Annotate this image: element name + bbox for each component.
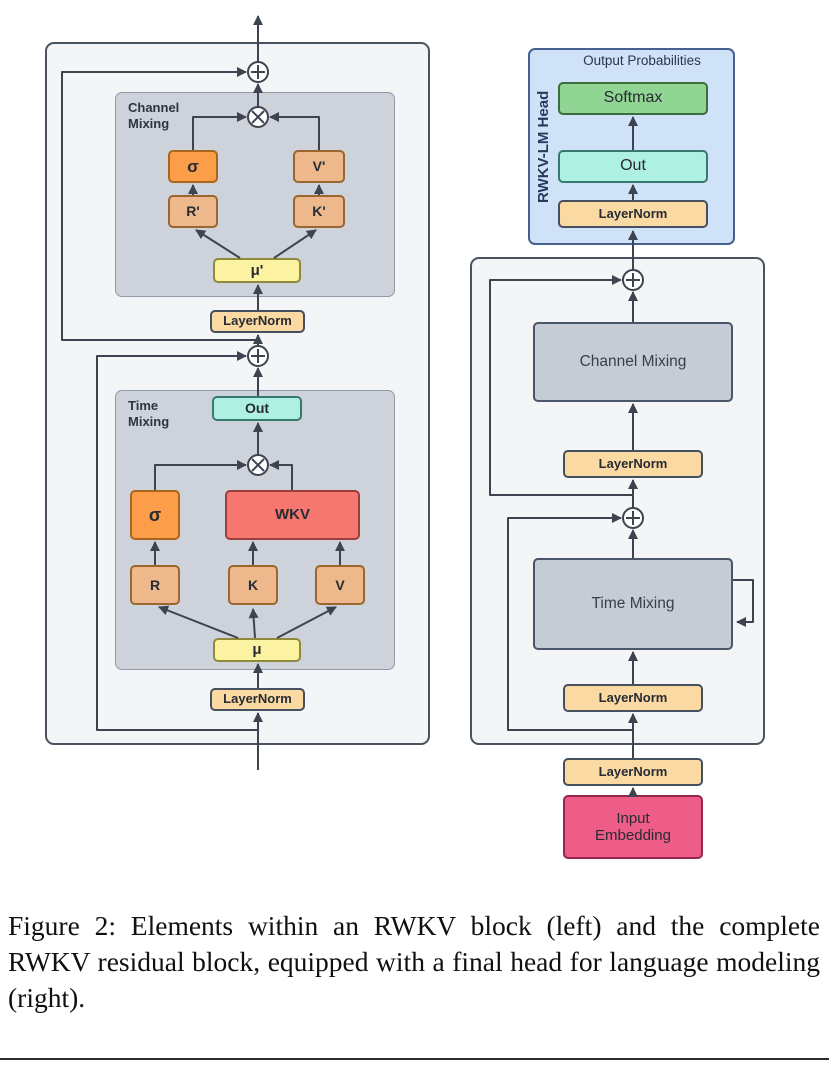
channel-mixing-label: Channel Mixing (128, 100, 180, 132)
v-prime-box: V' (293, 150, 345, 183)
sigma-box-time: σ (130, 490, 180, 540)
layernorm-input-box: LayerNorm (563, 758, 703, 786)
lm-head-title: RWKV-LM Head (535, 90, 552, 203)
k-prime-box: K' (293, 195, 345, 228)
layernorm-time-box: LayerNorm (210, 688, 305, 711)
k-box: K (228, 565, 278, 605)
divider-rule (0, 1058, 829, 1060)
time-mixing-box: Time Mixing (533, 558, 733, 650)
figure-caption: Figure 2: Elements within an RWKV block … (8, 910, 820, 1013)
channel-mixing-box: Channel Mixing (533, 322, 733, 402)
layernorm-channel-box: LayerNorm (210, 310, 305, 333)
r-prime-box: R' (168, 195, 218, 228)
layernorm-mid-box: LayerNorm (563, 450, 703, 478)
wkv-box: WKV (225, 490, 360, 540)
mu-prime-box: μ' (213, 258, 301, 283)
sigma-box-channel: σ (168, 150, 218, 183)
out-box-right: Out (558, 150, 708, 183)
layernorm-head-box: LayerNorm (558, 200, 708, 228)
out-box-left: Out (212, 396, 302, 421)
layernorm-block-box: LayerNorm (563, 684, 703, 712)
output-probabilities-label: Output Probabilities (583, 53, 701, 68)
input-embedding-label: Input Embedding (595, 809, 671, 844)
mu-box: μ (213, 638, 301, 662)
r-box: R (130, 565, 180, 605)
input-embedding-box: Input Embedding (563, 795, 703, 859)
v-box: V (315, 565, 365, 605)
time-mixing-label: Time Mixing (128, 398, 170, 430)
softmax-box: Softmax (558, 82, 708, 115)
